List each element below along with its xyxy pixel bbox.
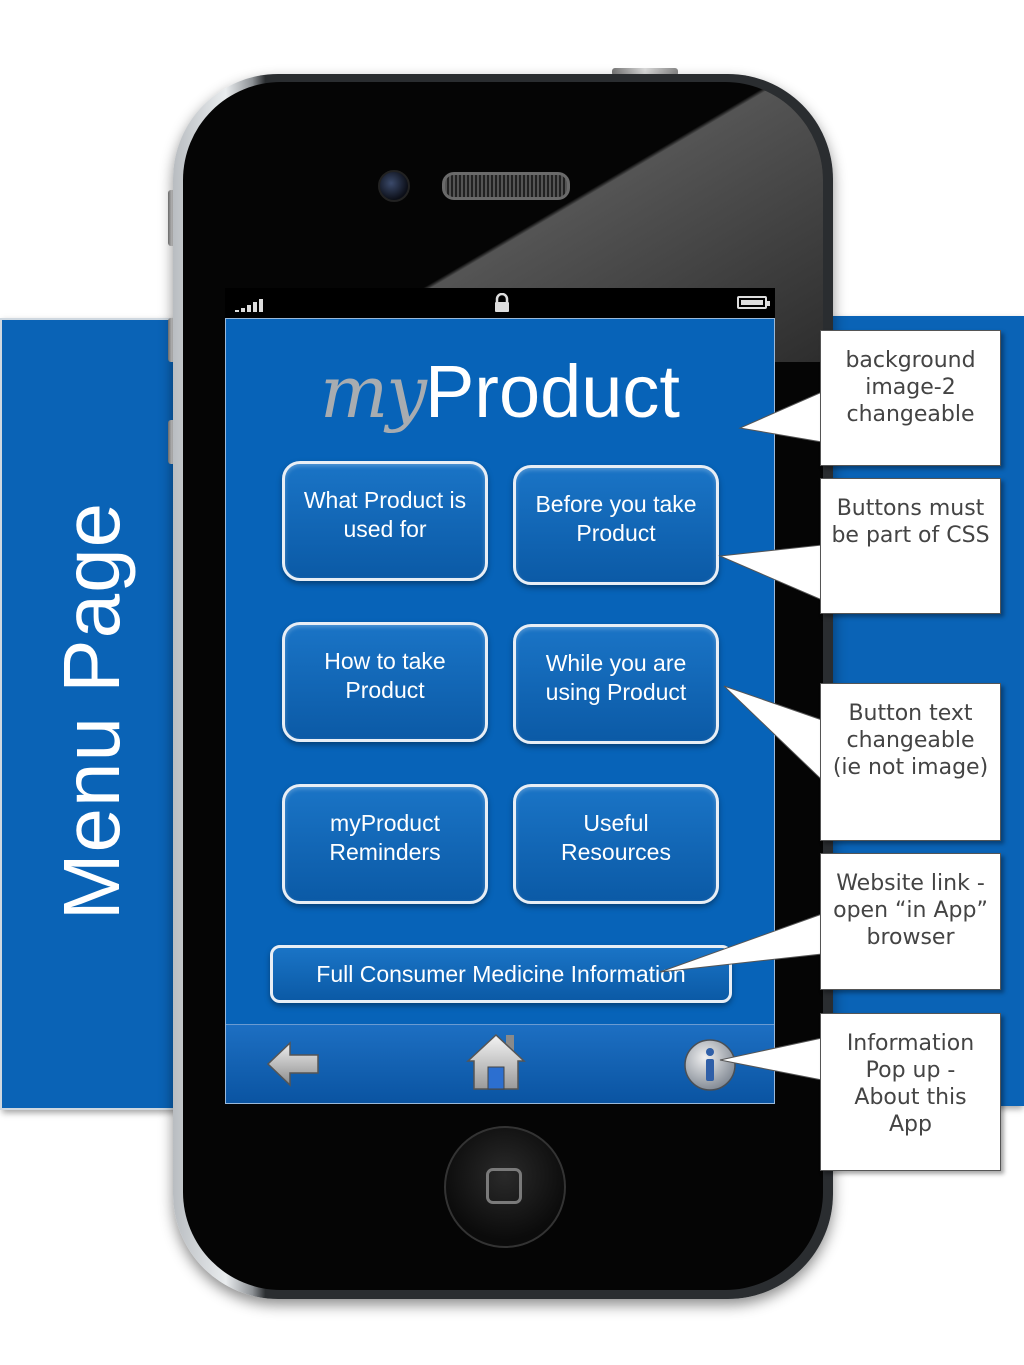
front-camera [378,170,410,202]
phone-top-button [612,68,678,76]
menu-button-label: While you are using Product [545,650,687,705]
callout-buttons-css: Buttons must be part of CSS [820,478,1001,614]
earpiece-speaker [442,172,570,200]
phone-mute-switch [168,190,176,246]
callout-text: Buttons must be part of CSS [831,496,990,548]
callout-text: background image-2 changeable [845,348,976,427]
menu-button-useful-resources[interactable]: Useful Resources [513,784,719,904]
left-blue-panel [0,318,179,1110]
bottom-nav-bar [226,1024,774,1103]
logo-my: my [320,350,427,434]
callout-button-text: Button text changeable (ie not image) [820,683,1001,841]
menu-button-while-using[interactable]: While you are using Product [513,624,719,744]
callout-text: Information Pop up - About this App [846,1031,975,1137]
status-bar [225,288,775,318]
menu-button-label: myProduct Reminders [329,810,441,865]
callout-text: Website link - open “in App” browser [833,871,988,950]
full-consumer-info-button[interactable]: Full Consumer Medicine Information [270,945,732,1003]
info-icon[interactable] [682,1037,738,1093]
app-screen: myProduct What Product is used for Befor… [225,318,775,1104]
battery-icon [737,296,770,309]
callout-text: Button text changeable (ie not image) [832,701,989,780]
menu-button-reminders[interactable]: myProduct Reminders [282,784,488,904]
menu-button-label: How to take Product [324,648,446,703]
phone-home-button[interactable] [444,1126,566,1248]
home-button-square-icon [486,1168,522,1204]
menu-button-before-you-take[interactable]: Before you take Product [513,465,719,585]
menu-button-label: Useful Resources [561,810,671,865]
phone-volume-down [168,420,176,464]
menu-button-how-to-take[interactable]: How to take Product [282,622,488,742]
app-logo: myProduct [226,349,774,434]
menu-button-what-used-for[interactable]: What Product is used for [282,461,488,581]
logo-product: Product [424,350,680,433]
lock-icon [495,293,509,312]
callout-website-link: Website link - open “in App” browser [820,853,1001,990]
home-icon[interactable] [466,1031,526,1093]
signal-icon [235,299,263,312]
callout-info-popup: Information Pop up - About this App [820,1013,1001,1171]
menu-button-label: What Product is used for [303,487,467,542]
back-arrow-icon[interactable] [264,1035,322,1093]
menu-button-label: Before you take Product [535,491,697,546]
phone-volume-up [168,318,176,362]
callout-background-image: background image-2 changeable [820,330,1001,466]
